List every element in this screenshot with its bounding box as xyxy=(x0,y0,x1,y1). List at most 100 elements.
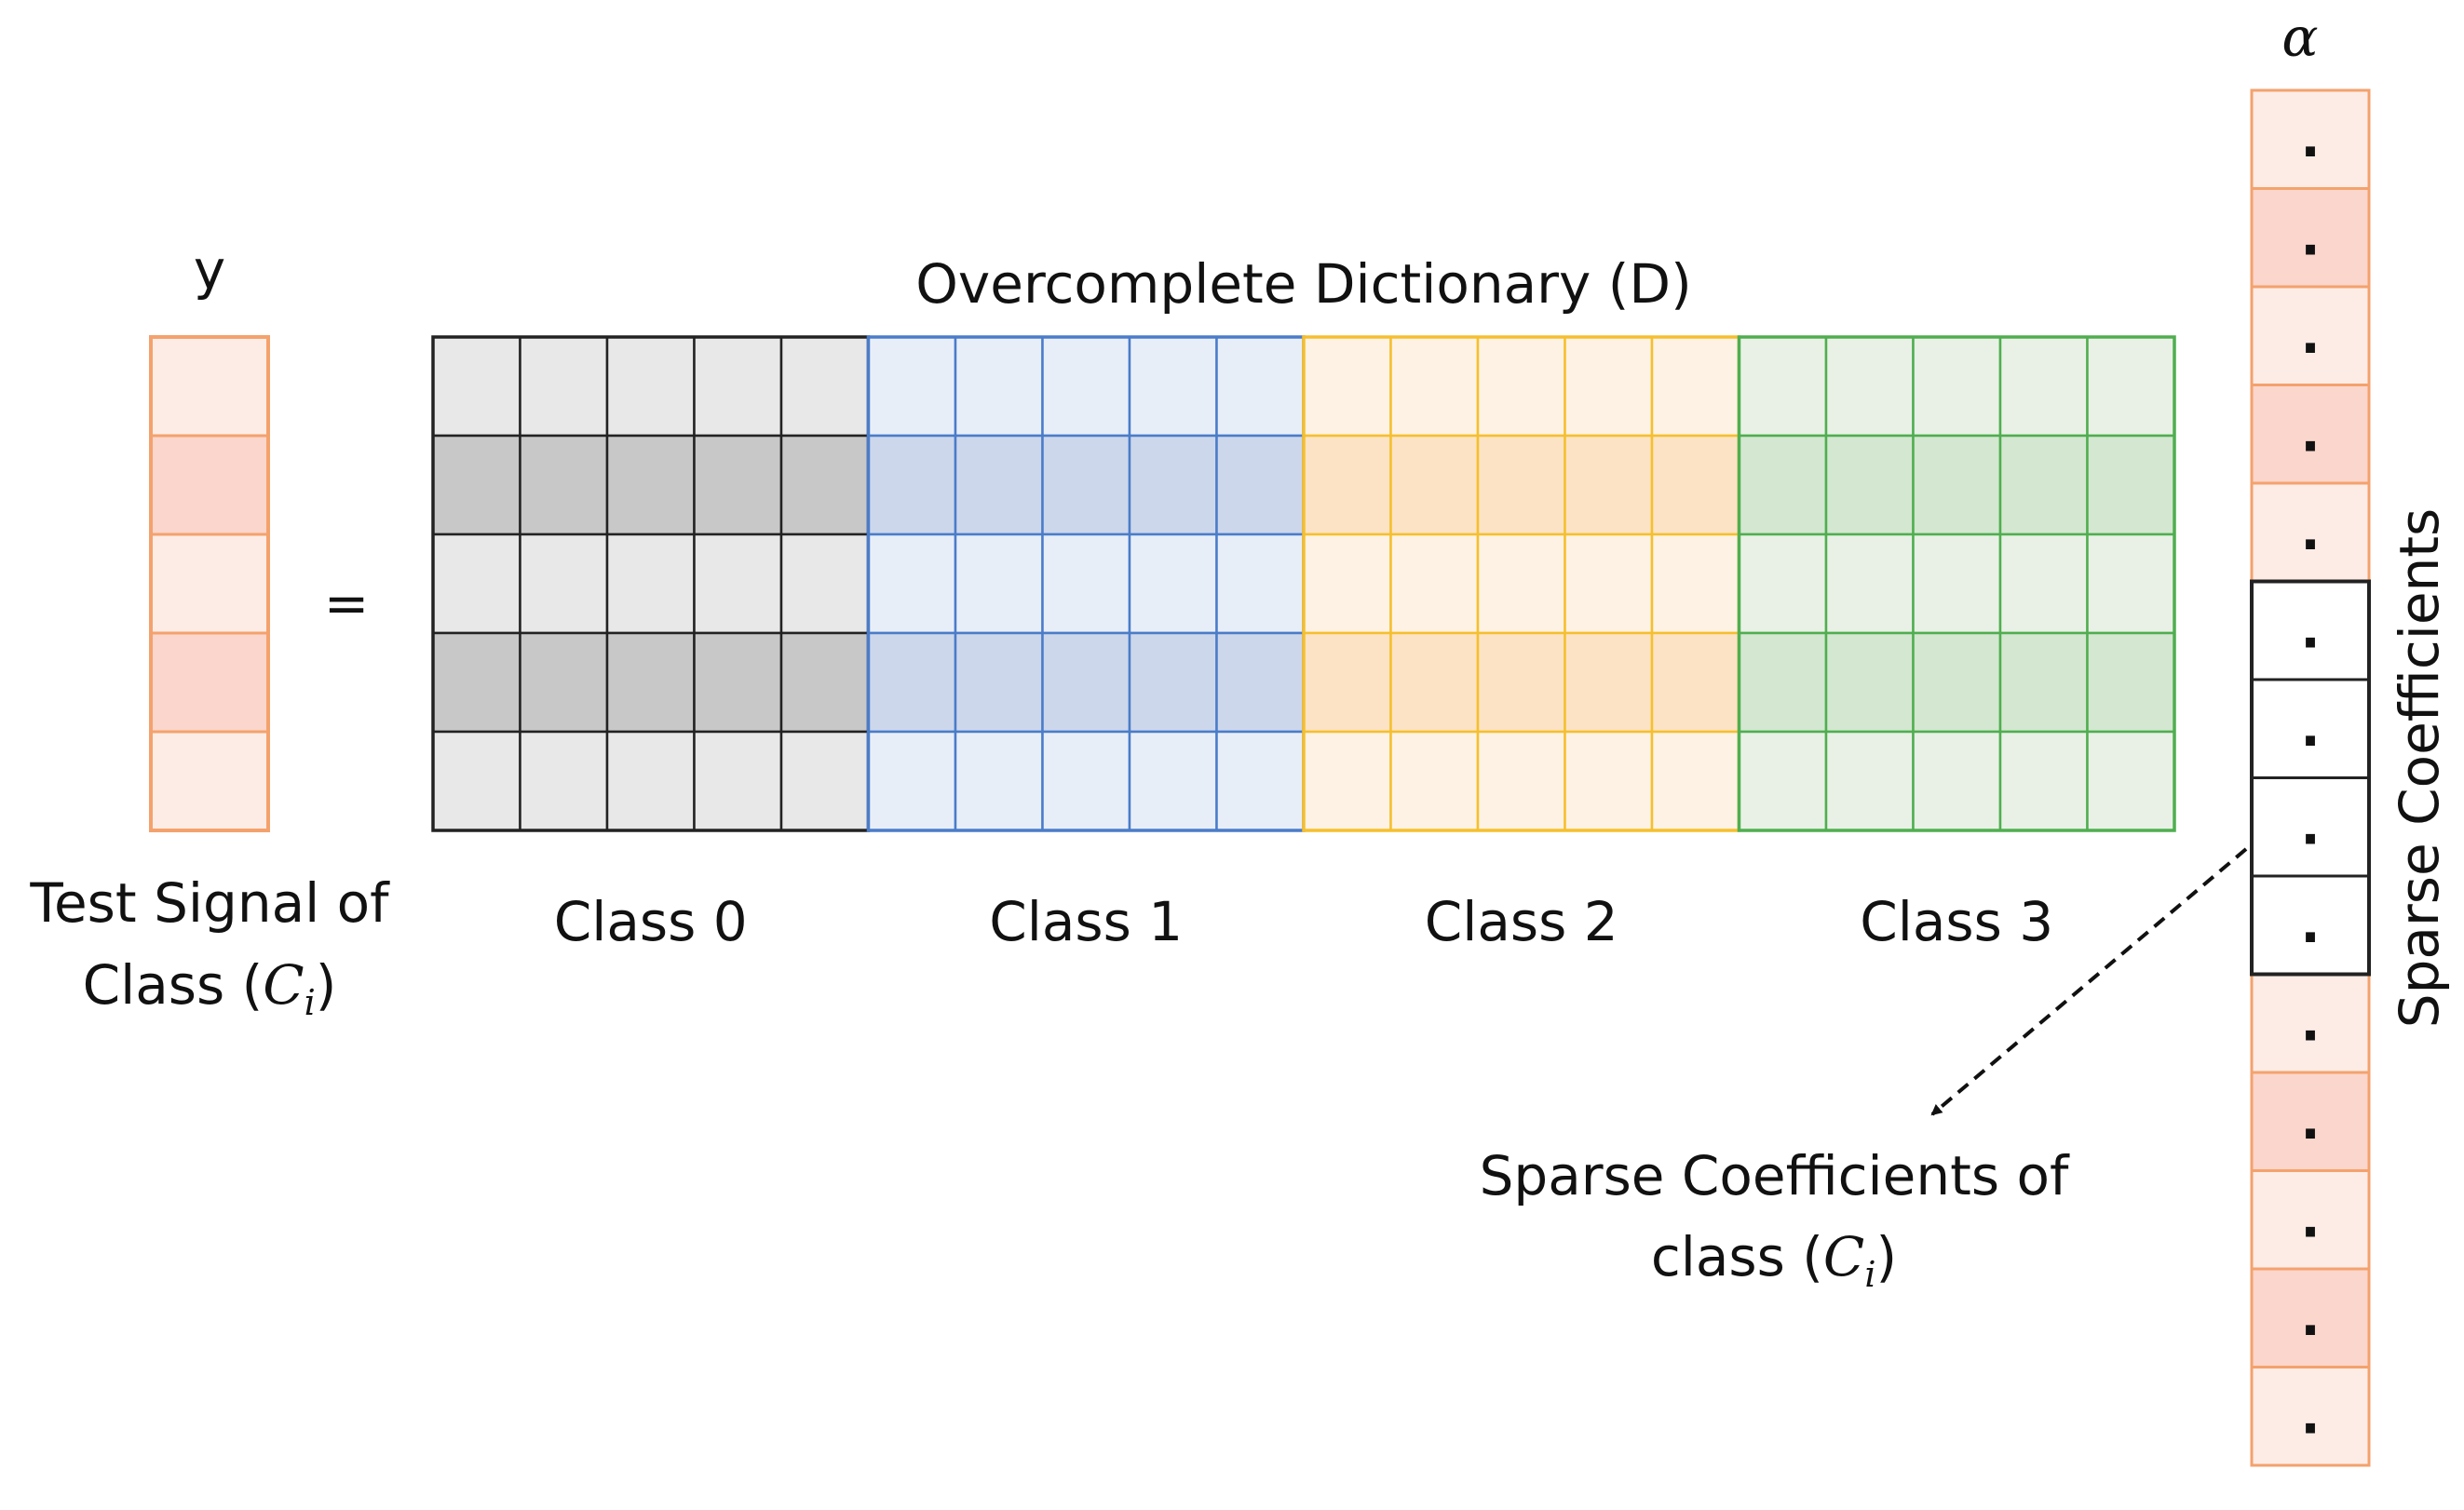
dictionary-atom-cell xyxy=(1302,730,1392,832)
alpha-coefficient-cell xyxy=(2250,1071,2371,1172)
alpha-coefficient-cell xyxy=(2250,1267,2371,1368)
dictionary-atom-cell xyxy=(693,730,783,832)
dictionary-atom-cell xyxy=(605,434,696,536)
dictionary-atom-cell xyxy=(1738,730,1828,832)
dictionary-atom-cell xyxy=(1128,533,1218,635)
alpha-cell-dot: . xyxy=(2300,109,2320,169)
dictionary-atom-cell xyxy=(1128,730,1218,832)
dictionary-atom-cell xyxy=(1998,434,2089,536)
alpha-coefficient-cell xyxy=(2250,285,2371,386)
dictionary-atom-cell xyxy=(2086,533,2176,635)
dictionary-atom-cell xyxy=(1041,335,1131,438)
dictionary-atom-cell xyxy=(1215,631,1306,734)
dictionary-atom-cell xyxy=(605,533,696,635)
dictionary-atom-cell xyxy=(1650,631,1740,734)
alpha-cell-dot: . xyxy=(2300,502,2320,562)
dictionary-atom-cell xyxy=(519,335,609,438)
alpha-cell-dot: . xyxy=(2300,1189,2320,1249)
dictionary-atom-cell xyxy=(1389,434,1480,536)
alpha-cell-dot: . xyxy=(2300,1385,2320,1446)
dictionary-atom-cell xyxy=(693,631,783,734)
dictionary-atom-cell xyxy=(1564,533,1654,635)
dictionary-atom-cell xyxy=(1476,335,1566,438)
dictionary-atom-cell xyxy=(1389,631,1480,734)
dictionary-atom-cell xyxy=(779,335,870,438)
dictionary-atom-cell xyxy=(1738,434,1828,536)
alpha-cell-dot: . xyxy=(2300,992,2320,1053)
alpha-vector-label: α xyxy=(2281,6,2318,69)
dictionary-atom-cell xyxy=(1650,335,1740,438)
dictionary-atom-cell xyxy=(605,631,696,734)
dictionary-atom-cell xyxy=(1128,631,1218,734)
dictionary-atom-cell xyxy=(867,335,957,438)
dictionary-atom-cell xyxy=(1998,335,2089,438)
dictionary-atom-cell xyxy=(1389,730,1480,832)
dictionary-atom-cell xyxy=(1128,434,1218,536)
dictionary-atom-cell xyxy=(1998,730,2089,832)
dictionary-atom-cell xyxy=(1564,631,1654,734)
alpha-cell-dot: . xyxy=(2300,207,2320,267)
y-vector-border xyxy=(149,335,270,832)
y-vector-cell xyxy=(151,436,268,534)
alpha-cell-dot: . xyxy=(2300,305,2320,366)
dictionary-class-label: Class 2 xyxy=(1425,890,1618,953)
dictionary-atom-cell xyxy=(1128,335,1218,438)
dictionary-atom-cell xyxy=(605,730,696,832)
dictionary-atom-cell xyxy=(779,631,870,734)
dictionary-atom-cell xyxy=(431,533,521,635)
dictionary-atom-cell xyxy=(2086,730,2176,832)
dictionary-atom-cell xyxy=(1998,533,2089,635)
class-coefficients-arrow xyxy=(1930,847,2248,1116)
y-vector-cell xyxy=(151,534,268,633)
sparse-coefficients-label: Sparse Coefficients xyxy=(2388,508,2451,1029)
dictionary-atom-cell xyxy=(431,631,521,734)
dictionary-atom-cell xyxy=(1998,631,2089,734)
dictionary-atom-cell xyxy=(867,730,957,832)
alpha-cell-dot: . xyxy=(2300,698,2320,759)
y-vector-cell xyxy=(151,732,268,830)
dictionary-atom-cell xyxy=(1302,434,1392,536)
dictionary-atom-cell xyxy=(1912,631,2002,734)
dictionary-atom-cell xyxy=(1302,533,1392,635)
dictionary-class-2: Class 2 xyxy=(1302,335,1741,953)
alpha-cell-dot: . xyxy=(2300,1091,2320,1152)
dictionary-atom-cell xyxy=(1215,533,1306,635)
dictionary-atom-cell xyxy=(1302,335,1392,438)
dictionary-atom-cell xyxy=(867,631,957,734)
dictionary-atom-cell xyxy=(1824,631,1915,734)
alpha-cell-dot: . xyxy=(2300,600,2320,660)
dictionary-atom-cell xyxy=(1738,335,1828,438)
dictionary-atom-cell xyxy=(1564,730,1654,832)
dictionary-class-border xyxy=(1737,335,2176,832)
dictionary-atom-cell xyxy=(1912,434,2002,536)
dictionary-atom-cell xyxy=(1824,533,1915,635)
class-coefficients-caption-line1: Sparse Coefficients of xyxy=(1480,1144,2070,1207)
dictionary-atom-cell xyxy=(1650,434,1740,536)
dictionary-atom-cell xyxy=(431,335,521,438)
dictionary-atom-cell xyxy=(1824,434,1915,536)
dictionary-title: Overcomplete Dictionary (D) xyxy=(915,252,1691,316)
dictionary-atom-cell xyxy=(954,533,1044,635)
y-vector-cell xyxy=(151,633,268,732)
y-vector-caption-line1: Test Signal of xyxy=(29,871,390,935)
dictionary-class-3: Class 3 xyxy=(1737,335,2176,953)
dictionary-atom-cell xyxy=(1476,533,1566,635)
dictionary-atom-cell xyxy=(1650,533,1740,635)
dictionary-atom-cell xyxy=(1564,434,1654,536)
dictionary-atom-cell xyxy=(1476,730,1566,832)
dictionary-atom-cell xyxy=(954,631,1044,734)
alpha-cell-dot: . xyxy=(2300,895,2320,955)
dictionary-atom-cell xyxy=(693,533,783,635)
dictionary-atom-cell xyxy=(1650,730,1740,832)
dictionary-atom-cell xyxy=(779,434,870,536)
dictionary-atom-cell xyxy=(1041,533,1131,635)
dictionary-atom-cell xyxy=(779,730,870,832)
dictionary-atom-cell xyxy=(2086,631,2176,734)
dictionary-atom-cell xyxy=(2086,434,2176,536)
dictionary-atom-cell xyxy=(867,434,957,536)
alpha-coefficient-cell xyxy=(2250,88,2371,190)
dictionary-atom-cell xyxy=(954,730,1044,832)
dictionary-atom-cell xyxy=(1476,631,1566,734)
